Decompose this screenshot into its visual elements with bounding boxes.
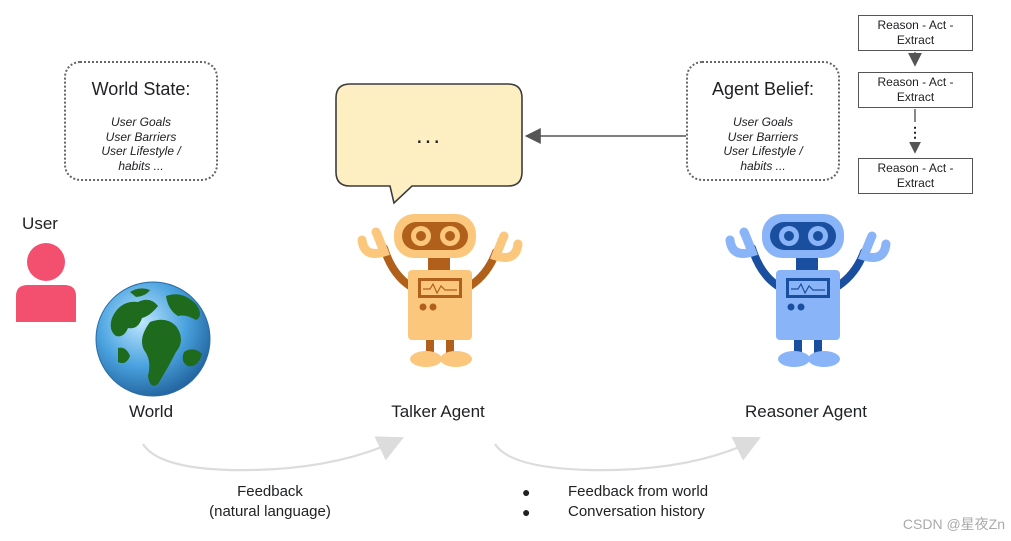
agent-belief-title: Agent Belief: (711, 79, 815, 99)
speech-bubble-text: ... (415, 122, 442, 149)
reasoning-step-1: Reason - Act - Extract (858, 15, 973, 51)
agent-belief-box: Agent Belief: User Goals User Barriers U… (686, 61, 840, 181)
list-item: User Barriers (105, 129, 177, 144)
bullet-text: Conversation history (568, 503, 705, 520)
step-line: Reason - Act - (877, 161, 954, 175)
agent-belief-list: User Goals User Barriers User Lifestyle … (688, 115, 838, 173)
step-line: Extract (896, 176, 935, 190)
list-item: ● Feedback from world (522, 482, 708, 502)
list-item: ● Conversation history (522, 502, 708, 522)
list-item: User Goals (110, 115, 172, 129)
step-line: Extract (896, 33, 935, 47)
user-icon (16, 243, 76, 322)
user-label: User (22, 214, 58, 233)
feedback-line: Feedback (237, 483, 303, 500)
list-item: habits ... (740, 158, 786, 173)
feedback-line: (natural language) (209, 503, 331, 520)
reasoning-step-2: Reason - Act - Extract (858, 72, 973, 108)
world-state-box: World State: User Goals User Barriers Us… (64, 61, 218, 181)
step-line: Reason - Act - (877, 18, 954, 32)
step-line: Reason - Act - (877, 75, 954, 89)
globe-icon (95, 281, 211, 397)
feedback-left: Feedback (natural language) (190, 482, 350, 522)
world-label: World (128, 402, 174, 421)
reasoner-agent-label: Reasoner Agent (745, 402, 867, 421)
bullet-icon: ● (522, 504, 531, 520)
talker-to-reasoner-arrow (494, 436, 761, 472)
world-state-title: World State: (91, 79, 191, 99)
reasoner-robot-icon (725, 214, 891, 367)
watermark: CSDN @星夜Zn (902, 516, 1005, 532)
bullet-icon: ● (522, 484, 531, 500)
list-item: User Barriers (727, 129, 799, 144)
world-to-talker-arrow (142, 436, 404, 472)
talker-agent-label: Talker Agent (391, 402, 485, 421)
list-item: User Goals (732, 115, 794, 129)
feedback-right-list: ● Feedback from world ● Conversation his… (522, 482, 708, 522)
step-line: Extract (896, 90, 935, 104)
list-item: User Lifestyle / (101, 144, 181, 158)
list-item: User Lifestyle / (723, 144, 803, 158)
talker-robot-icon (357, 214, 523, 367)
reasoning-step-3: Reason - Act - Extract (858, 158, 973, 194)
speech-bubble (335, 83, 523, 205)
list-item: habits ... (118, 158, 164, 173)
bullet-text: Feedback from world (568, 483, 709, 500)
steps-ellipsis: ⋮ (905, 122, 925, 142)
world-state-list: User Goals User Barriers User Lifestyle … (66, 115, 216, 173)
